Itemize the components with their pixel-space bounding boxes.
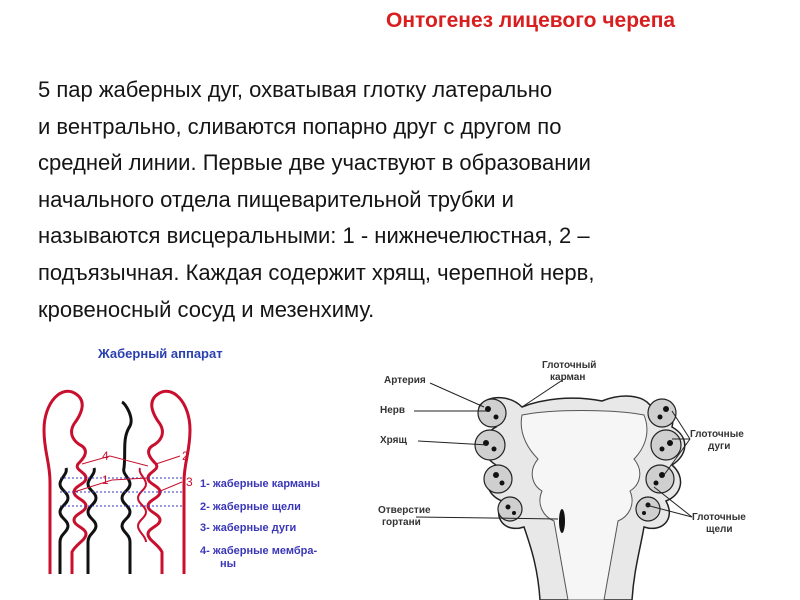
label-artery: Артерия [384,375,426,386]
gill-dash-lines [60,477,184,507]
figure-left-title: Жаберный аппарат [98,346,223,361]
right-arches [635,398,682,522]
body-line: кровеносный сосуд и мезенхиму. [38,296,375,322]
leader-lines [73,455,183,493]
marker-3: 3 [186,475,193,489]
label-slits-line2: щели [706,524,733,535]
marker-1: 1 [102,473,109,487]
label-arches-line2: дуги [708,441,731,452]
left-tube-inner [58,467,70,574]
body-line: средней линии. Первые две участвуют в об… [38,150,591,176]
slide-title: Онтогенез лицевого черепа [386,9,676,32]
label-pouch-line2: карман [550,372,586,383]
pharyngeal-arches-illustration [414,378,693,600]
pharynx-lumen [520,410,648,600]
legend-item: ны [220,558,237,570]
body-line: и вентрально, сливаются попарно друг с д… [38,113,562,139]
left-tube-outline [42,389,88,574]
body-paragraph: 5 пар жаберных дуг, охватывая глотку лат… [38,72,778,328]
body-line: подъязычная. Каждая содержит хрящ, череп… [38,259,595,285]
marker-2: 2 [182,449,189,463]
body-line: начального отдела пищеварительной трубки… [38,186,514,212]
label-larynx-line1: Отверстие [378,505,431,516]
label-nerve: Нерв [380,405,406,416]
right-leader-lines [414,378,693,520]
label-larynx-line2: гортани [382,517,421,528]
gill-apparatus-illustration: 4 1 2 3 [42,389,193,574]
legend-item: 3- жаберные дуги [200,522,297,534]
pharyngeal-arches-figure: Артерия Нерв Хрящ Глоточный карман Глото… [372,355,782,600]
legend-item: 1- жаберные карманы [200,478,321,490]
left-arches [474,398,523,522]
legend-item: 4- жаберные мембра- [200,545,318,557]
body-line: 5 пар жаберных дуг, охватывая глотку лат… [38,77,553,102]
label-slits-line1: Глоточные [692,512,746,523]
gill-apparatus-figure: 4 1 2 3 Жаберный аппарат 1- жаберные кар… [30,342,350,600]
center-tube-inner [86,467,98,574]
label-cartilage: Хрящ [380,435,407,446]
body-line: называются висцеральными: 1 - нижнечелюс… [38,223,590,249]
label-pouch-line1: Глоточный [542,360,597,371]
larynx-opening [559,509,565,533]
label-arches-line1: Глоточные [690,429,744,440]
right-tube-outline [146,389,192,574]
marker-4: 4 [102,449,109,463]
inner-red-lining [136,467,148,543]
right-tube-inner [120,400,133,574]
legend-item: 2- жаберные щели [200,501,301,513]
